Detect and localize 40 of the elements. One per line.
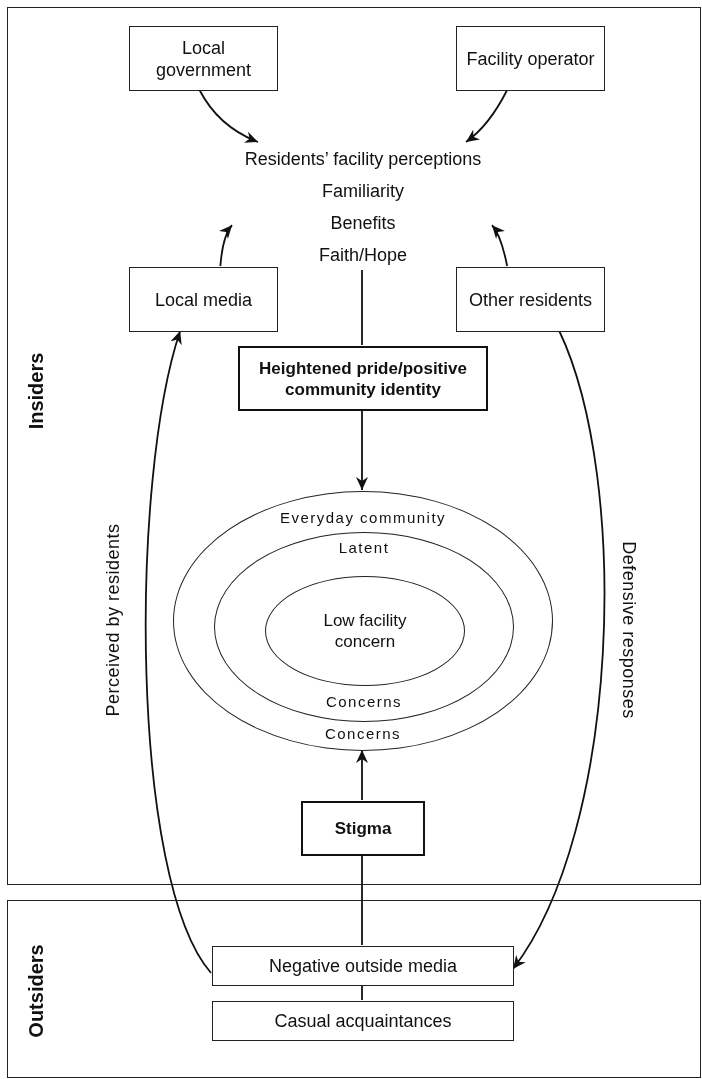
region-panel bbox=[7, 7, 701, 885]
region-label: Insiders bbox=[24, 352, 48, 430]
perception-text: Faith/Hope bbox=[318, 244, 408, 267]
emphasis-box bbox=[301, 801, 425, 856]
box-label: Casual acquaintances bbox=[274, 1010, 452, 1032]
perception-text: Residents’ facility perceptions bbox=[244, 148, 482, 171]
box-label: Facility operator bbox=[466, 47, 595, 70]
ring-label: Everyday community bbox=[279, 509, 447, 527]
arrow bbox=[219, 224, 233, 267]
arrow bbox=[198, 89, 259, 143]
region-panel bbox=[7, 900, 701, 1078]
edge-label: Perceived by residents bbox=[101, 523, 124, 717]
arrow bbox=[491, 224, 509, 267]
arrow bbox=[356, 409, 368, 491]
arrow bbox=[356, 749, 368, 801]
ellipse bbox=[173, 491, 553, 751]
process-box bbox=[129, 26, 278, 91]
perception-text: Benefits bbox=[330, 212, 396, 235]
ring-label: Latent bbox=[338, 539, 390, 557]
arrow bbox=[144, 330, 212, 974]
arrow bbox=[465, 89, 509, 143]
box-label: Other residents bbox=[468, 288, 593, 311]
process-box bbox=[129, 267, 278, 332]
arrow bbox=[512, 330, 606, 970]
box-label: Negative outside media bbox=[268, 955, 458, 977]
box-label: Heightened pride/positive community identity bbox=[258, 357, 468, 400]
perception-text: Familiarity bbox=[322, 180, 404, 203]
process-box bbox=[456, 26, 605, 91]
process-box bbox=[212, 1001, 514, 1041]
box-label: Local government bbox=[154, 36, 253, 81]
emphasis-box bbox=[238, 346, 488, 411]
edge-label: Defensive responses bbox=[617, 541, 640, 719]
process-box bbox=[456, 267, 605, 332]
process-box bbox=[212, 946, 514, 986]
region-label: Outsiders bbox=[24, 944, 48, 1038]
box-label: Local media bbox=[154, 288, 253, 311]
core-label: Low facility concern bbox=[322, 610, 408, 652]
box-label: Stigma bbox=[334, 818, 392, 839]
ring-label: Concerns bbox=[325, 693, 403, 711]
ring-label: Concerns bbox=[324, 725, 402, 743]
